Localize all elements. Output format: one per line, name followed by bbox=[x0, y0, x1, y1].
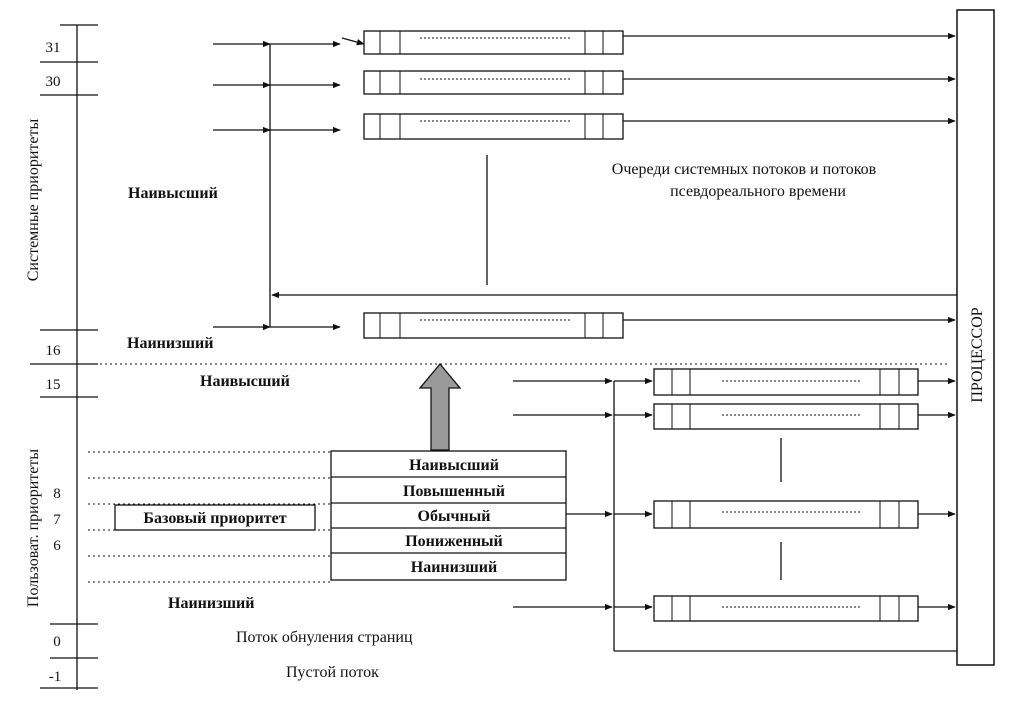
system-highest-label: Наивысший bbox=[128, 185, 218, 202]
user-queues-wiring bbox=[513, 377, 957, 652]
user-lowest-label: Наинизший bbox=[168, 595, 254, 612]
relative-priority-above-normal: Повышенный bbox=[403, 483, 505, 500]
tick-6: 6 bbox=[53, 538, 61, 554]
system-priorities-label: Системные приоритеты bbox=[25, 119, 42, 282]
tick-30: 30 bbox=[46, 74, 61, 90]
system-queue-row bbox=[341, 30, 956, 55]
tick-7: 7 bbox=[53, 512, 61, 528]
relative-priority-normal: Обычный bbox=[418, 508, 491, 525]
priority-boost-arrow bbox=[418, 362, 462, 451]
user-queue-row bbox=[653, 403, 956, 430]
tick-0: 0 bbox=[53, 634, 61, 650]
system-queue-row bbox=[363, 113, 956, 140]
system-queues bbox=[213, 40, 957, 331]
base-priority-box: Базовый приоритет bbox=[114, 504, 316, 531]
base-priority-label: Базовый приоритет bbox=[143, 510, 286, 527]
relative-priority-table: Наивысший Повышенный Обычный Пониженный … bbox=[330, 450, 567, 581]
user-queue-row bbox=[653, 368, 956, 396]
relative-priority-highest: Наивысший bbox=[409, 457, 499, 474]
idle-thread-label: Пустой поток bbox=[286, 664, 379, 681]
user-priorities-label: Пользоват. приоритеты bbox=[25, 449, 42, 607]
tick-minus-1: -1 bbox=[49, 669, 62, 685]
zero-page-thread-label: Поток обнуления страниц bbox=[236, 629, 413, 646]
tick-15: 15 bbox=[46, 377, 61, 393]
system-queue-row bbox=[363, 70, 956, 95]
relative-priority-lowest: Наинизший bbox=[411, 559, 497, 576]
tick-8: 8 bbox=[53, 486, 61, 502]
tick-31: 31 bbox=[46, 40, 61, 56]
user-highest-label: Наивысший bbox=[200, 373, 290, 390]
user-queue-row bbox=[653, 595, 956, 622]
system-lowest-label: Наинизший bbox=[127, 335, 213, 352]
relative-priority-below-normal: Пониженный bbox=[405, 533, 503, 550]
user-queue-row bbox=[653, 500, 956, 529]
processor-label: ПРОЦЕССОР bbox=[969, 307, 986, 402]
system-queues-caption-line1: Очереди системных потоков и потоков bbox=[612, 161, 877, 178]
priority-axis bbox=[30, 24, 98, 690]
tick-16: 16 bbox=[46, 343, 62, 359]
system-queues-caption-line2: псевдореального времени bbox=[670, 183, 846, 200]
processor-block: ПРОЦЕССОР bbox=[956, 9, 995, 666]
priority-ticks: 31 30 16 15 8 7 6 0 -1 bbox=[46, 40, 62, 685]
system-queue-row bbox=[363, 312, 956, 339]
